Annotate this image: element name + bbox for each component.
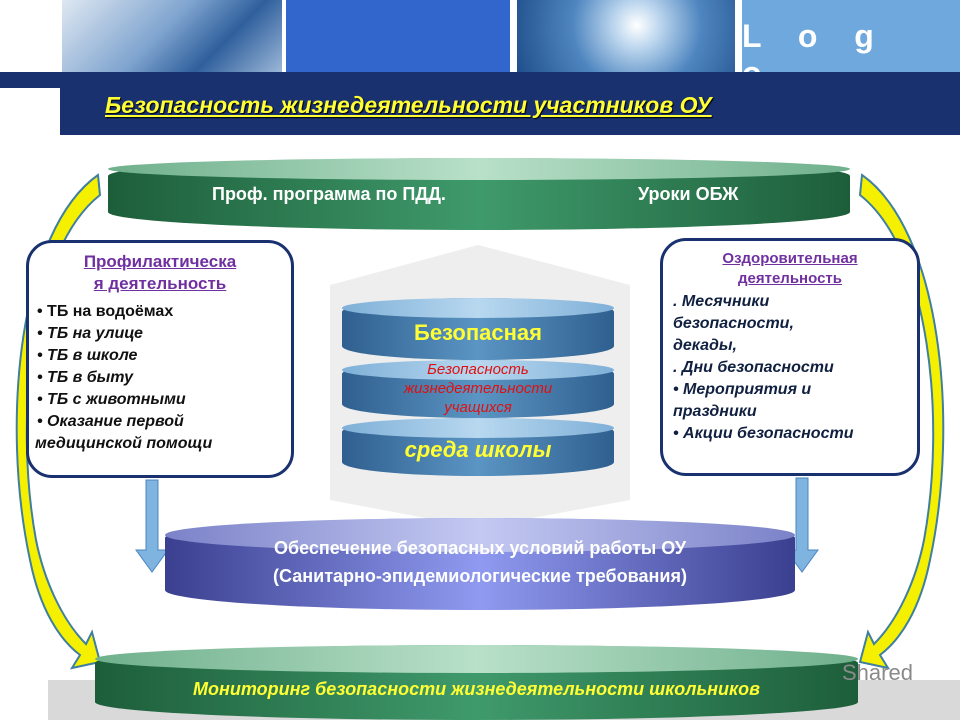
list-item: • ТБ в школе — [37, 347, 138, 364]
list-item: • Акции безопасности — [673, 425, 854, 442]
stack-disk-bottom — [342, 418, 614, 476]
safe-conditions-line2: (Санитарно-эпидемиологические требования… — [273, 566, 687, 586]
header-photo-hands — [62, 0, 282, 72]
prevention-heading-2: я деятельность — [93, 274, 227, 293]
header-photo-buildings — [517, 0, 735, 72]
header-bar-stub — [0, 72, 60, 88]
stack-disk-middle — [342, 360, 614, 418]
list-item: праздники — [673, 403, 757, 420]
list-item: • Мероприятия и — [673, 381, 812, 398]
safe-conditions-line1: Обеспечение безопасных условий работы ОУ — [273, 538, 687, 558]
title-bar — [60, 72, 960, 135]
list-item: медицинской помощи — [35, 435, 213, 452]
list-item: • Оказание первой — [37, 413, 184, 430]
stack-bottom-label: среда школы — [404, 437, 552, 462]
prevention-heading-1: Профилактическа — [83, 252, 237, 271]
list-item: • ТБ на улице — [37, 325, 143, 342]
watermark: Shared — [842, 660, 913, 685]
list-item: . Дни безопасности — [673, 359, 834, 376]
safe-conditions-cylinder: Обеспечение безопасных условий работы ОУ… — [165, 518, 795, 610]
list-item: . Месячники — [673, 293, 770, 310]
list-item: • ТБ с животными — [37, 391, 186, 408]
list-item: декады, — [673, 337, 737, 354]
list-item: безопасности, — [673, 315, 794, 332]
pdd-program-label: Проф. программа по ПДД. — [212, 184, 446, 204]
slide-title: Безопасность жизнедеятельности участнико… — [105, 92, 712, 118]
stack-disk-top — [342, 298, 614, 360]
obzh-lessons-label: Уроки ОБЖ — [638, 184, 739, 204]
stack-top-label: Безопасная — [414, 320, 542, 345]
monitoring-label: Мониторинг безопасности жизнедеятельност… — [193, 679, 760, 699]
prevention-box: Профилактическа я деятельность • ТБ на в… — [26, 240, 294, 478]
list-item: • ТБ на водоёмах — [37, 303, 174, 320]
top-cylinder: Проф. программа по ПДД. Уроки ОБЖ — [108, 158, 850, 230]
right-curved-arrow — [858, 173, 945, 670]
header-blue-panel — [286, 0, 510, 72]
health-heading-2: деятельность — [738, 270, 842, 287]
monitoring-cylinder: Мониторинг безопасности жизнедеятельност… — [95, 645, 858, 720]
health-heading-1: Оздоровительная — [722, 250, 858, 267]
health-box: Оздоровительная деятельность . Месячники… — [660, 238, 920, 476]
left-down-arrow — [135, 479, 169, 573]
header-logo-panel: L o g o — [742, 0, 960, 91]
list-item: • ТБ в быту — [37, 369, 133, 386]
